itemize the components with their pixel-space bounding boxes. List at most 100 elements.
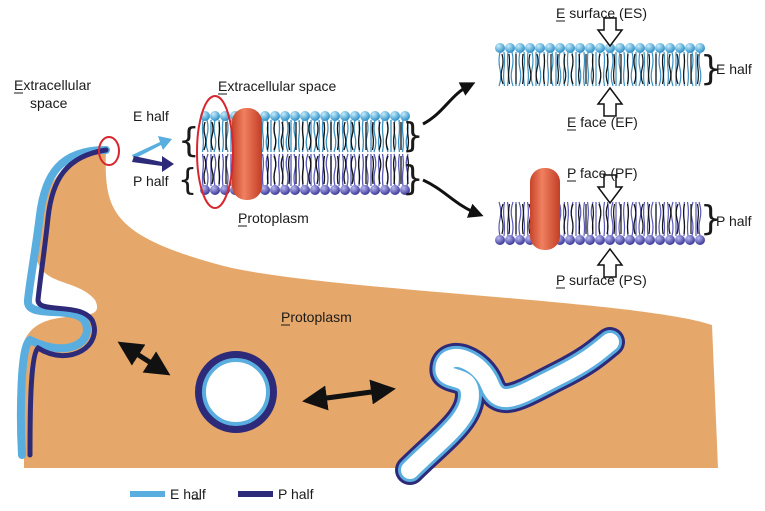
lipid-head [685, 235, 695, 245]
lipid-tail [696, 203, 699, 235]
lipid-head [260, 185, 270, 195]
lipid-head [495, 43, 505, 53]
lipid-head [565, 235, 575, 245]
double-arrow-center [302, 379, 396, 411]
lipid-tail [670, 51, 674, 87]
lipid-tail [406, 121, 410, 151]
lipid-tail [365, 119, 369, 153]
lipid-tail [618, 201, 622, 237]
lipid-tail [333, 119, 337, 153]
lipid-tail [563, 53, 567, 85]
lipid-tail [203, 121, 207, 151]
lipid-tail [392, 155, 396, 185]
lipid-tail [610, 51, 614, 87]
double-arrow-left [117, 341, 171, 376]
lipid-tail [305, 153, 309, 187]
lipid-tail [322, 121, 326, 151]
protein-right [530, 168, 560, 250]
lipid-head [390, 111, 400, 121]
vesicle [195, 351, 277, 433]
brace-e-half-center: { [178, 121, 200, 161]
lipid-tail [583, 201, 586, 237]
lipid-head [665, 235, 675, 245]
lipid-tail [546, 51, 549, 87]
lipid-head [585, 235, 595, 245]
lipid-tail [378, 121, 382, 151]
lipid-tail [696, 53, 699, 85]
lipid-tail [315, 155, 319, 185]
lipid-tail [308, 121, 312, 151]
lipid-tail [508, 203, 511, 235]
lipid-head [290, 185, 300, 195]
lipid-tail [336, 155, 340, 185]
lipid-head [330, 111, 340, 121]
lipid-tail [293, 153, 297, 187]
lipid-tail [397, 119, 401, 153]
lipid-tail [566, 201, 569, 237]
p-half-arrow [132, 156, 174, 172]
lipid-tail [675, 53, 679, 85]
legend-label-e-half: E half [170, 486, 206, 502]
lipid-head [310, 111, 320, 121]
lipid-tail [285, 119, 289, 153]
lipid-tail [640, 203, 644, 235]
cell-membrane-left [16, 146, 110, 459]
invagination-right [395, 327, 625, 485]
lipid-tail [266, 121, 270, 151]
lipid-tail [646, 201, 649, 237]
lipid-tail [353, 153, 357, 187]
lipid-tail [683, 53, 686, 85]
lipid-tail [317, 119, 321, 153]
lipid-tail [213, 119, 217, 153]
lipid-head [300, 185, 310, 195]
lipid-tail [297, 119, 301, 153]
lipid-tail [661, 53, 664, 85]
lipid-tail [361, 119, 365, 153]
lipid-tail [503, 201, 506, 237]
lipid-tail [640, 53, 644, 85]
lipid-tail [535, 53, 539, 85]
lipid-tail [313, 153, 317, 187]
lipid-head [210, 185, 220, 195]
label-protoplasm-center: Protoplasm [238, 210, 309, 226]
lipid-head [515, 43, 525, 53]
lipid-tail [678, 51, 682, 87]
lipid-tail [626, 53, 629, 85]
lipid-tail [498, 201, 502, 237]
lipid-tail [510, 51, 514, 87]
lipid-tail [287, 155, 291, 185]
lipid-head [685, 43, 695, 53]
lipid-tail [343, 155, 347, 185]
lipid-tail [563, 203, 567, 235]
lipid-tail [221, 153, 225, 187]
lipid-head [625, 235, 635, 245]
lipid-tail [385, 155, 389, 185]
arrow-es [596, 17, 624, 48]
lipid-head [565, 43, 575, 53]
lipid-tail [523, 201, 526, 237]
lipid-tail [698, 51, 702, 87]
lipid-head [675, 43, 685, 53]
lipid-tail [668, 53, 672, 85]
lipid-head [400, 111, 410, 121]
lipid-tail [698, 201, 702, 237]
lipid-head [340, 111, 350, 121]
lipid-tail [305, 119, 309, 153]
lipid-tail [675, 203, 679, 235]
lipid-tail [345, 153, 349, 187]
lipid-tail [293, 119, 297, 153]
lipid-tail [638, 201, 642, 237]
lipid-tail [506, 51, 509, 87]
legend-label-p-half: P half [278, 486, 314, 502]
lipid-tail [663, 201, 666, 237]
lipid-head [390, 185, 400, 195]
lipid-tail [605, 53, 609, 85]
lipid-tail [213, 153, 217, 187]
lipid-tail [558, 51, 562, 87]
lipid-tail [401, 153, 405, 187]
lipid-tail [357, 155, 361, 185]
lipid-head [330, 185, 340, 195]
lipid-tail [225, 119, 229, 153]
lipid-tail [521, 203, 524, 235]
lipid-tail [586, 201, 589, 237]
